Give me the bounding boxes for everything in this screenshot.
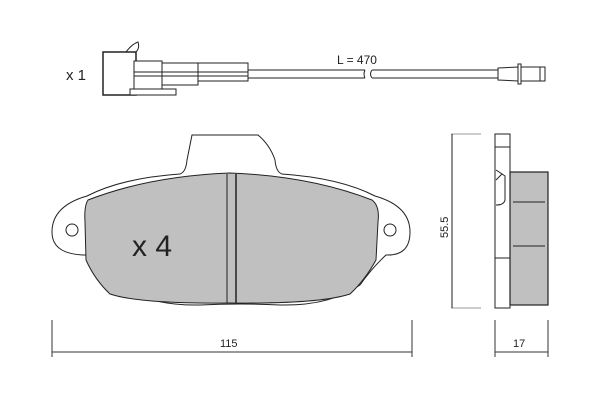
thickness-dimension: 17 [494,320,549,357]
height-label: 55.5 [439,217,451,238]
wear-sensor: x 1 L = 470 [66,41,546,96]
brake-pad-side-view: 55.5 [439,133,549,309]
brake-pad-front-view: x 4 [51,134,411,306]
sensor-length-label: L = 470 [337,53,377,67]
thickness-label: 17 [513,338,525,350]
sensor-quantity-label: x 1 [66,67,86,84]
width-dimension: 115 [51,320,413,357]
width-label: 115 [220,338,238,350]
pad-quantity-label: x 4 [132,230,172,263]
